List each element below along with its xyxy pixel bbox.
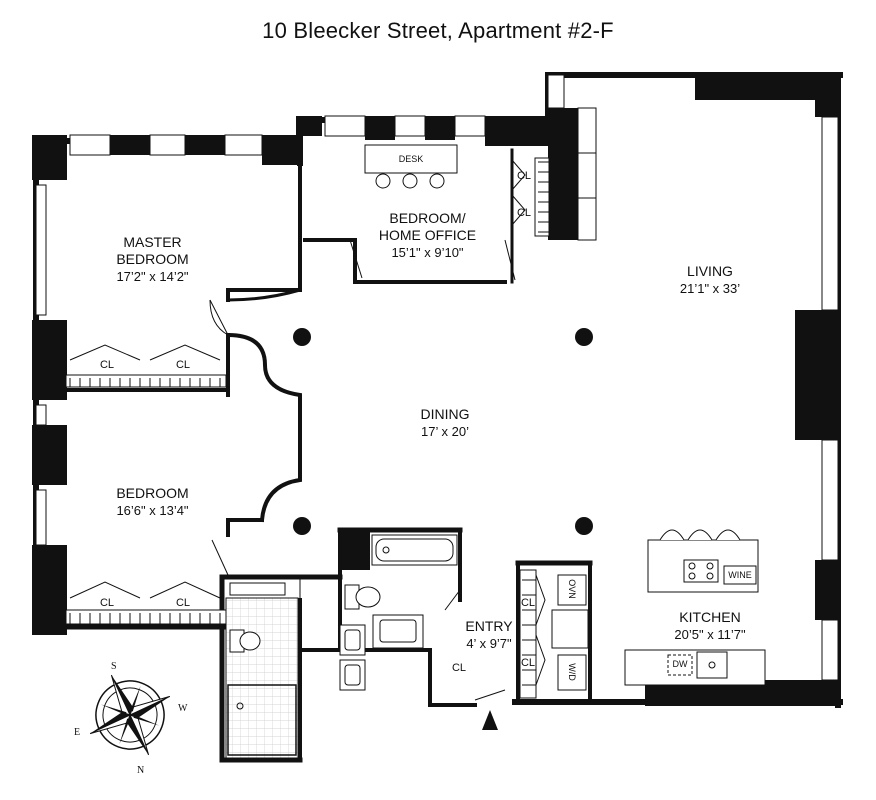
- wall-masses: [32, 72, 841, 706]
- room-bedroom: BEDROOM 16’6" x 13’4": [95, 485, 210, 519]
- room-kitchen-name: KITCHEN: [679, 609, 741, 625]
- compass-east-label: E: [74, 727, 81, 738]
- room-master-bedroom-line1: MASTER: [123, 234, 182, 250]
- room-bedroom-name: BEDROOM: [116, 485, 189, 501]
- room-bedroom-office: BEDROOM/ HOME OFFICE 15’1" x 9’10": [370, 210, 485, 261]
- windows: [35, 74, 839, 681]
- dishwasher-label: DW: [672, 659, 688, 669]
- compass-south-label: S: [111, 661, 117, 672]
- room-bedroom-dims: 16’6" x 13’4": [116, 503, 189, 518]
- oven-label: OVN: [567, 579, 577, 599]
- compass-west-label: W: [178, 703, 188, 714]
- room-master-bedroom-line2: BEDROOM: [116, 251, 189, 267]
- compass-rose-icon: [89, 674, 171, 756]
- closet-label-bedroom-2: CL: [175, 597, 191, 609]
- room-dining: DINING 17’ x 20’: [395, 406, 495, 440]
- entry-arrow-icon: [482, 710, 498, 730]
- closet-shelving: [65, 157, 550, 699]
- closet-label-bedroom-1: CL: [99, 597, 115, 609]
- room-master-bedroom: MASTER BEDROOM 17’2" x 14’2": [95, 234, 210, 285]
- room-bedroom-office-dims: 15’1" x 9’10": [391, 245, 464, 260]
- desk-furniture: [364, 144, 458, 189]
- closet-label-master-1: CL: [99, 359, 115, 371]
- columns: [293, 328, 593, 535]
- room-dining-name: DINING: [420, 406, 470, 422]
- closet-label-master-2: CL: [175, 359, 191, 371]
- room-living-dims: 21’1" x 33’: [679, 281, 741, 296]
- room-entry: ENTRY 4’ x 9’7": [458, 618, 520, 652]
- room-bedroom-office-line1: BEDROOM/: [389, 210, 466, 226]
- plan-title: 10 Bleecker Street, Apartment #2-F: [262, 18, 614, 43]
- wine-label: WINE: [728, 570, 752, 580]
- room-living-name: LIVING: [687, 263, 733, 279]
- room-dining-dims: 17’ x 20’: [421, 424, 469, 439]
- room-entry-name: ENTRY: [465, 618, 513, 634]
- closet-label-office-1: CL: [516, 170, 532, 182]
- washer-dryer-label: W/D: [567, 663, 577, 681]
- closet-label-entry-3: CL: [451, 662, 467, 674]
- bath-fixtures: [229, 534, 458, 691]
- room-entry-dims: 4’ x 9’7": [466, 636, 512, 651]
- room-bedroom-office-line2: HOME OFFICE: [378, 227, 477, 243]
- compass-north-label: N: [137, 765, 145, 776]
- room-kitchen-dims: 20’5" x 11’7": [674, 627, 746, 642]
- closet-label-entry-1: CL: [520, 597, 536, 609]
- room-master-bedroom-dims: 17’2" x 14’2": [116, 269, 189, 284]
- kitchen-island: [551, 529, 766, 691]
- shower-stall: [227, 684, 297, 756]
- closet-label-entry-2: CL: [520, 657, 536, 669]
- desk-label: DESK: [398, 154, 424, 164]
- shower-drain-icon: [236, 702, 244, 710]
- door-swings: [209, 239, 516, 701]
- closet-label-office-2: CL: [516, 207, 532, 219]
- room-living: LIVING 21’1" x 33’: [660, 263, 760, 297]
- room-kitchen: KITCHEN 20’5" x 11’7": [655, 609, 765, 643]
